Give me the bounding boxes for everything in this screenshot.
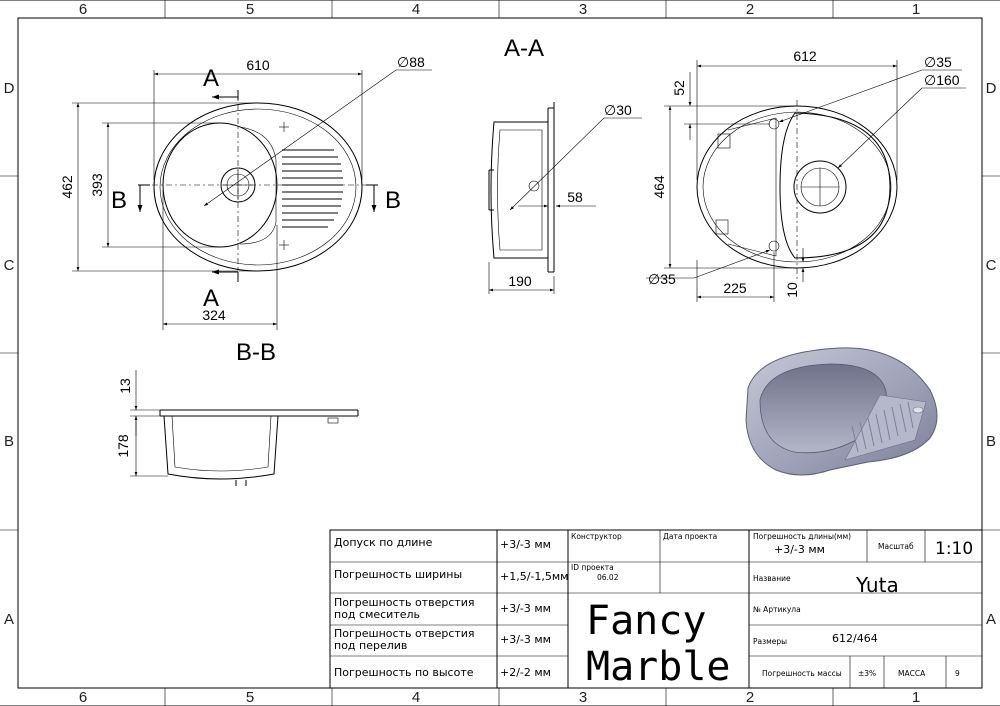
size-value: 612/464 <box>832 632 878 645</box>
article-label: № Артикула <box>753 605 801 614</box>
top-view: A A B B 610 462 393 324 ∅88 <box>59 54 432 330</box>
cut-label-b-left: B <box>111 187 127 214</box>
dim-top-height: 462 <box>59 175 75 199</box>
tolerance-value: +3/-3 мм <box>500 602 551 615</box>
row-label: C <box>4 257 15 274</box>
dim-bottom-width: 612 <box>793 48 817 64</box>
column-label: 5 <box>246 689 254 706</box>
mass-tolerance-label: Погрешность массы <box>762 669 842 678</box>
drainboard-grooves <box>282 149 343 228</box>
column-label: 4 <box>412 1 420 18</box>
dim-aa-overflow-dia: ∅30 <box>604 102 632 118</box>
column-label: 6 <box>79 689 87 706</box>
project-id-value: 06.02 <box>597 573 619 582</box>
column-label: 5 <box>246 1 254 18</box>
dim-bottom-hole3: ∅35 <box>648 271 676 287</box>
row-label: A <box>4 611 14 628</box>
name-label: Название <box>753 574 791 583</box>
mass-tolerance-value: ±3% <box>858 669 876 678</box>
section-title-bb: B-B <box>236 339 276 366</box>
row-label: B <box>4 433 14 450</box>
mass-value: 9 <box>955 669 960 678</box>
sink-3d-render <box>745 347 938 476</box>
tolerance-value: +1,5/-1,5мм <box>500 570 568 583</box>
size-label: Размеры <box>753 637 787 646</box>
cut-label-a-top: A <box>203 65 219 92</box>
row-label: D <box>986 80 997 97</box>
tolerance-value: +3/-3 мм <box>500 538 551 551</box>
dim-top-inner-height: 393 <box>89 173 105 197</box>
tolerance-label: Погрешность ширины <box>334 568 462 581</box>
product-name: Yuta <box>855 573 899 597</box>
dim-aa-offset: 58 <box>567 189 583 205</box>
dim-top-bowl-width: 324 <box>202 307 226 323</box>
scale-label: Масштаб <box>878 542 914 551</box>
brand-line-1: Fancy <box>586 598 706 644</box>
dim-bottom-offset: 225 <box>723 280 747 296</box>
section-title-aa: A-A <box>504 35 544 62</box>
project-date-label: Дата проекта <box>663 532 717 541</box>
dim-bb-height: 178 <box>115 434 131 458</box>
column-label: 4 <box>412 689 420 706</box>
column-label: 1 <box>912 689 920 706</box>
dim-top-drain-dia: ∅88 <box>397 54 425 70</box>
column-label: 2 <box>746 689 754 706</box>
dim-bb-rim: 13 <box>117 378 133 394</box>
mass-label: МАССА <box>898 669 926 678</box>
dim-bottom-hole2: ∅160 <box>924 72 960 88</box>
title-block: Допуск по длине +3/-3 мм Погрешность шир… <box>329 529 983 690</box>
dim-top-width: 610 <box>246 57 270 73</box>
cut-label-a-bottom: A <box>203 285 219 312</box>
designer-label: Конструктор <box>571 532 622 541</box>
row-label: C <box>986 257 997 274</box>
tolerance-label: Погрешность по высоте <box>334 666 474 679</box>
dim-aa-depth: 190 <box>508 273 532 289</box>
column-label: 3 <box>579 1 587 18</box>
dim-bottom-edge: 10 <box>784 282 800 298</box>
dim-bottom-height: 464 <box>651 175 667 199</box>
tolerance-label: Допуск по длине <box>334 536 433 549</box>
brand-line-2: Marble <box>586 644 731 690</box>
project-id-label: ID проекта <box>571 563 614 572</box>
column-label: 6 <box>79 1 87 18</box>
tolerance-value: +3/-3 мм <box>500 633 551 646</box>
scale-value: 1:10 <box>935 539 973 559</box>
column-label: 1 <box>912 1 920 18</box>
dim-bottom-hole1: ∅35 <box>924 54 952 70</box>
length-tolerance-value: +3/-3 мм <box>774 543 825 556</box>
bottom-view: 612 464 52 ∅35 ∅160 ∅35 225 10 <box>646 48 966 302</box>
row-label: D <box>4 80 15 97</box>
column-label: 2 <box>746 1 754 18</box>
section-aa-view: 190 ∅30 58 <box>488 102 642 294</box>
row-label: B <box>986 433 996 450</box>
cut-label-b-right: B <box>385 187 401 214</box>
column-label: 3 <box>579 689 587 706</box>
dim-bottom-top-offset: 52 <box>671 80 687 96</box>
tolerance-value: +2/-2 мм <box>500 666 551 679</box>
row-label: A <box>986 611 996 628</box>
length-tolerance-label: Погрешность длины(мм) <box>753 532 851 541</box>
section-bb-view: 13 178 <box>115 370 359 486</box>
